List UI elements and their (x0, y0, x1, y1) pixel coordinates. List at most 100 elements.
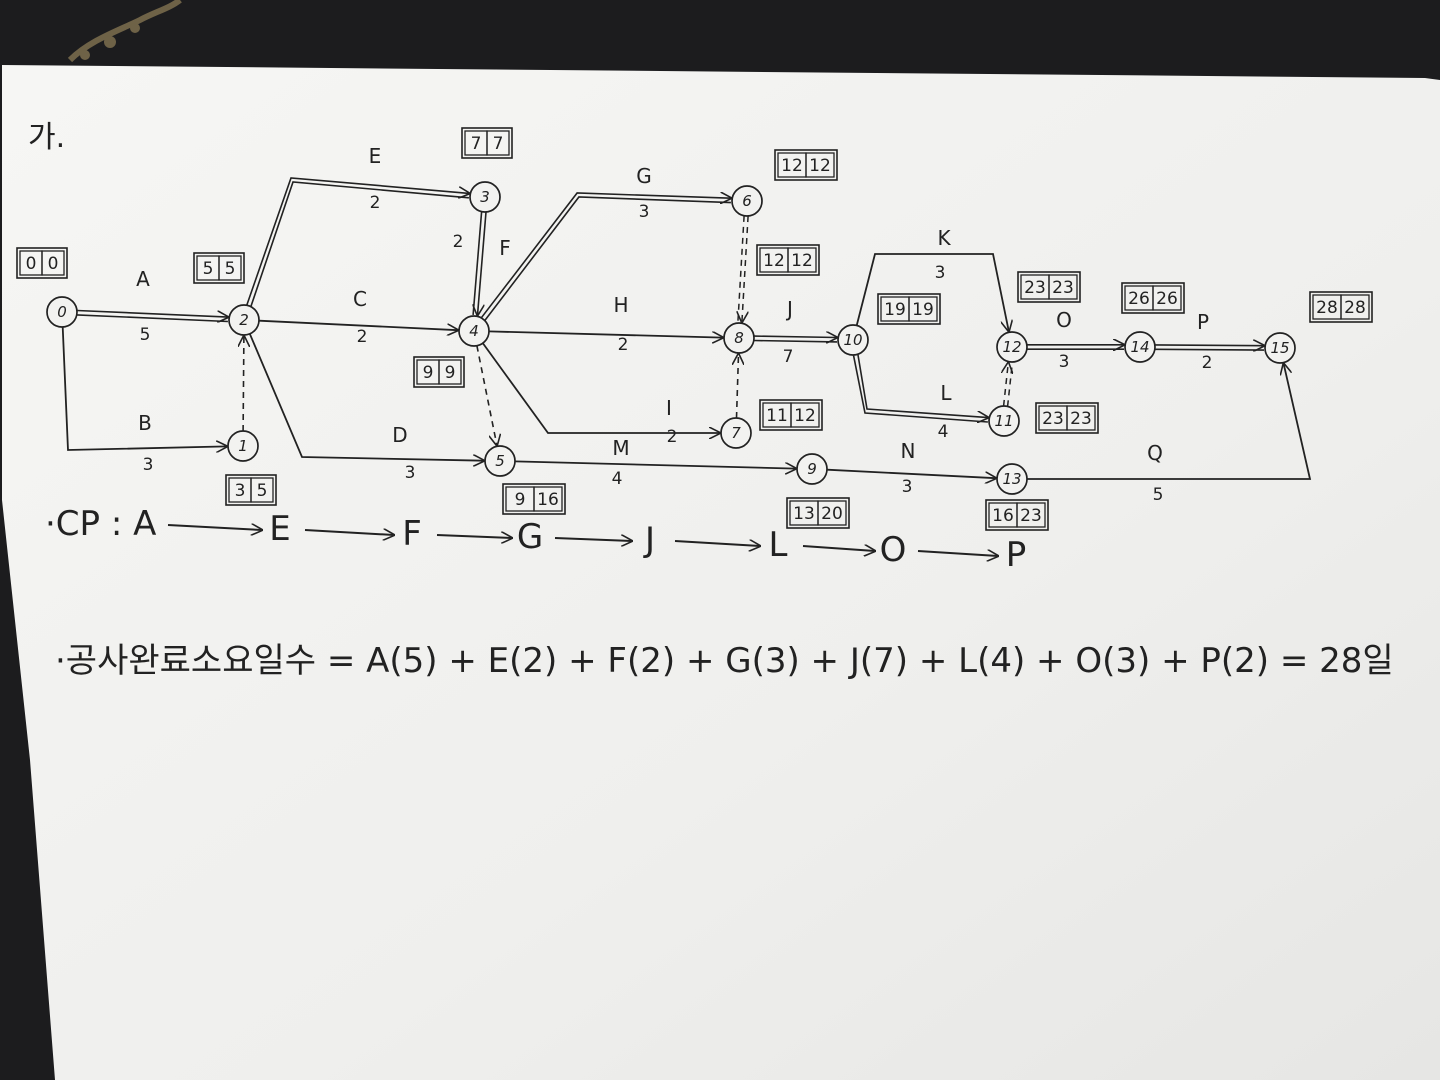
node-number: 8 (734, 329, 744, 347)
cp-step-g: G (517, 517, 543, 557)
activity-name-i: I (666, 396, 672, 420)
page-title: 가. (28, 120, 65, 155)
activity-name-l: L (940, 381, 952, 405)
latest-time: 12 (791, 251, 813, 271)
activity-name-j: J (785, 297, 793, 321)
node-number: 10 (843, 331, 862, 349)
event-node-7: 7 (720, 417, 752, 449)
activity-duration-j: 7 (783, 347, 794, 367)
activity-duration-d: 3 (405, 463, 416, 483)
cp-arrow (802, 546, 875, 551)
latest-time: 0 (48, 254, 59, 274)
activity-name-q: Q (1147, 441, 1163, 465)
time-box-11: 23 23 (1035, 402, 1099, 434)
node-number: 12 (1002, 338, 1021, 356)
latest-time: 7 (493, 134, 504, 154)
activity-name-k: K (937, 226, 951, 250)
event-node-12: 12 (996, 331, 1028, 363)
paper-sheet (2, 65, 1440, 1080)
cp-arrow (304, 530, 394, 535)
event-node-13: 13 (996, 463, 1028, 495)
activity-name-o: O (1056, 308, 1072, 332)
activity-j (753, 336, 837, 342)
latest-time: 23 (1070, 409, 1092, 429)
activity-name-c: C (353, 287, 367, 311)
activity-name-f: F (499, 236, 511, 260)
node-number: 2 (239, 311, 249, 329)
earliest-time: 16 (992, 506, 1014, 526)
activity-g (480, 193, 731, 321)
duration-summary: ·공사완료소요일수 = A(5) + E(2) + F(2) + G(3) + … (55, 641, 1394, 681)
latest-time: 5 (257, 481, 268, 501)
latest-time: 9 (445, 363, 456, 383)
activity-b (61, 326, 227, 450)
node-number: 6 (742, 192, 752, 210)
earliest-time: 9 (515, 490, 526, 510)
dummy-11-12 (1004, 363, 1013, 407)
node-number: 3 (480, 188, 490, 206)
activity-f (473, 211, 487, 315)
activity-duration-b: 3 (143, 455, 154, 475)
activity-duration-k: 3 (935, 263, 946, 283)
cp-arrow (917, 551, 998, 556)
node-number: 13 (1002, 470, 1021, 488)
cp-step-l: L (769, 525, 788, 565)
earliest-time: 12 (763, 251, 785, 271)
earliest-time: 3 (235, 481, 246, 501)
ornament-decoration (67, 0, 182, 63)
activity-i (482, 342, 720, 433)
activity-name-b: B (138, 411, 152, 435)
node-number: 4 (469, 322, 479, 340)
time-box-15: 28 28 (1309, 291, 1373, 323)
cp-arrow (167, 525, 262, 530)
activity-h (488, 330, 723, 337)
activity-duration-o: 3 (1059, 352, 1070, 372)
earliest-time: 0 (26, 254, 37, 274)
node-number: 11 (994, 412, 1013, 430)
cp-arrow (436, 535, 512, 538)
activity-k (855, 253, 1009, 331)
latest-time: 12 (794, 406, 816, 426)
event-node-15: 15 (1264, 332, 1296, 364)
earliest-time: 23 (1042, 409, 1064, 429)
cp-step-p: P (1006, 535, 1027, 575)
cp-step-o: O (880, 530, 907, 570)
latest-time: 5 (225, 259, 236, 279)
latest-time: 19 (912, 300, 934, 320)
event-node-8: 8 (723, 322, 755, 354)
activity-duration-p: 2 (1202, 353, 1213, 373)
activity-name-d: D (392, 423, 407, 447)
dummy-1-2 (243, 336, 244, 432)
activity-duration-a: 5 (140, 325, 151, 345)
earliest-time: 9 (423, 363, 434, 383)
earliest-time: 19 (884, 300, 906, 320)
earliest-time: 5 (203, 259, 214, 279)
latest-time: 23 (1052, 278, 1074, 298)
earliest-time: 12 (781, 156, 803, 176)
activity-duration-n: 3 (902, 477, 913, 497)
activity-name-m: M (612, 436, 629, 460)
activity-duration-q: 5 (1153, 485, 1164, 505)
activity-duration-l: 4 (938, 422, 949, 442)
earliest-time: 28 (1316, 298, 1338, 318)
event-node-4: 4 (458, 315, 490, 347)
latest-time: 20 (821, 504, 843, 524)
cp-step-f: F (402, 514, 422, 554)
event-node-2: 2 (228, 304, 260, 336)
latest-time: 28 (1344, 298, 1366, 318)
activity-duration-h: 2 (618, 335, 629, 355)
activity-d (248, 333, 484, 461)
node-number: 15 (1270, 339, 1289, 357)
event-node-0: 0 (46, 296, 78, 328)
